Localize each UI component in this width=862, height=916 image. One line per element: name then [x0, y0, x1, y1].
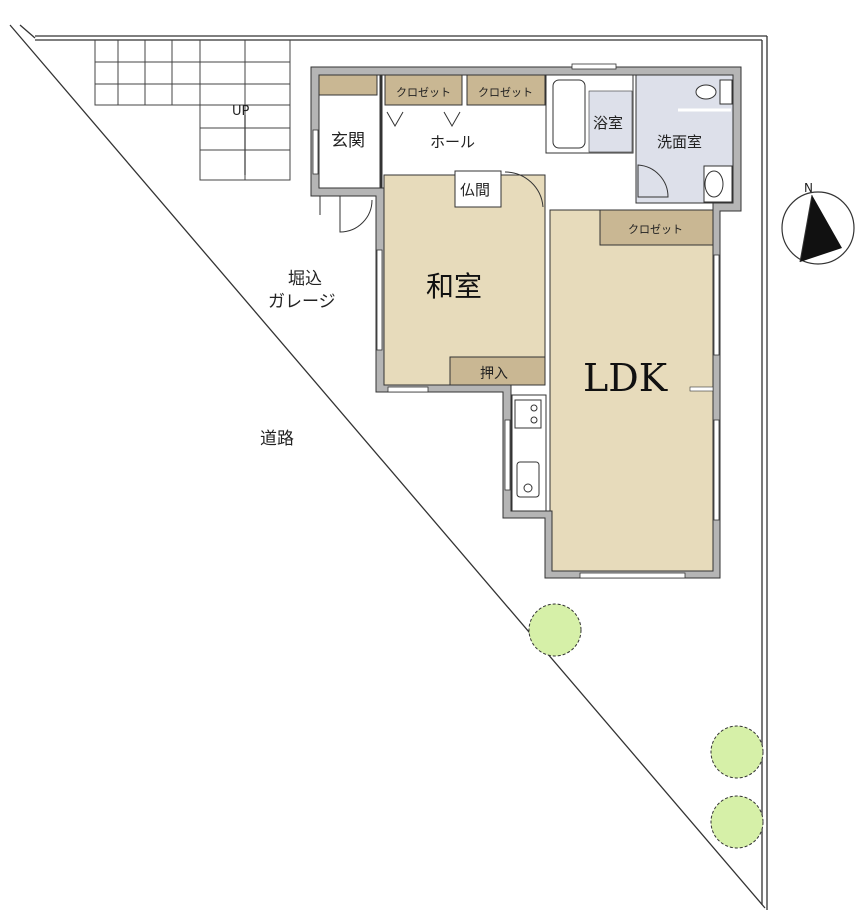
windows [312, 63, 720, 579]
room-label-butsuma: 仏間 [460, 181, 490, 199]
garage-label-2: ガレージ [268, 292, 336, 312]
tree-icon [710, 795, 764, 849]
compass-north-label: N [804, 181, 813, 195]
closet-3 [599, 209, 714, 246]
butsuma [454, 170, 502, 208]
room-label-ldk: LDK [583, 356, 668, 400]
road-label: 道路 [260, 429, 294, 449]
entrance-door[interactable] [319, 196, 373, 233]
bathtub [552, 79, 586, 149]
stairs [94, 40, 291, 181]
site-boundary [9, 24, 768, 910]
genkan-shelf [318, 74, 378, 96]
closet-1 [384, 74, 463, 106]
lavatory-door[interactable] [637, 164, 669, 198]
room-label-closet-1: クロゼット [396, 86, 451, 99]
tree-icon [710, 725, 764, 779]
room-label-genkan: 玄関 [331, 131, 365, 151]
room-label-oshiire: 押入 [480, 366, 508, 382]
closet-doors [386, 111, 461, 128]
closet-2 [466, 74, 546, 106]
room-label-closet-2: クロゼット [478, 86, 533, 99]
tree-icon [528, 603, 582, 657]
hall-door[interactable] [504, 171, 544, 208]
room-label-closet-3: クロゼット [628, 223, 683, 236]
room-label-lavatory: 洗面室 [657, 133, 702, 151]
room-label-washitsu: 和室 [426, 270, 482, 303]
oshiire [449, 356, 546, 386]
compass-icon [781, 191, 855, 265]
toilet-icon [695, 84, 717, 100]
bath-floor [588, 90, 633, 153]
room-label-hall: ホール [430, 133, 475, 151]
stove-icon [514, 399, 542, 429]
garage-label-1: 堀込 [288, 269, 322, 289]
washitsu-room [383, 174, 546, 386]
stairs-up-label: UP [232, 104, 250, 119]
kitchen-sink-icon [516, 461, 540, 498]
room-label-bath: 浴室 [593, 114, 623, 132]
